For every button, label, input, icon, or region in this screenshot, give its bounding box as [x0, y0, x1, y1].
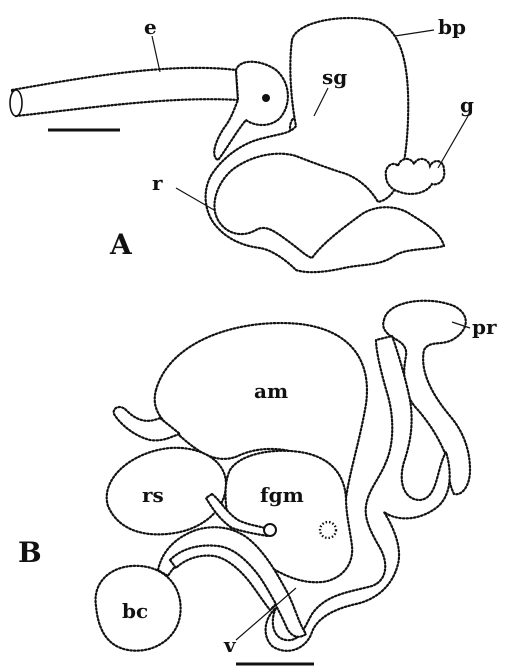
inner-duct-end — [264, 524, 276, 536]
fgm-pore — [320, 522, 336, 538]
buccal-pouch — [206, 18, 444, 272]
panel-b: pr am rs fgm bc v B — [18, 301, 497, 664]
leader-g — [438, 116, 468, 168]
label-pr: pr — [472, 315, 497, 339]
label-r: r — [152, 171, 163, 195]
label-sg: sg — [322, 65, 347, 89]
label-v: v — [223, 633, 237, 657]
receptaculum-seminis — [107, 448, 226, 535]
gonad-lobes — [386, 159, 445, 194]
panel-a: e bp sg g r A — [10, 15, 474, 272]
label-g: g — [460, 93, 474, 117]
label-fgm: fgm — [260, 483, 304, 507]
label-bc: bc — [122, 599, 148, 623]
leader-bp — [395, 30, 434, 36]
label-bp: bp — [438, 15, 466, 39]
panel-label-b: B — [18, 536, 42, 569]
esophagus — [12, 68, 238, 116]
esophagus-opening — [10, 90, 22, 116]
junction-dot — [262, 94, 270, 102]
label-e: e — [144, 15, 157, 39]
label-am: am — [254, 379, 288, 403]
label-rs: rs — [142, 483, 164, 507]
panel-label-a: A — [109, 228, 133, 261]
leader-e — [152, 36, 160, 72]
